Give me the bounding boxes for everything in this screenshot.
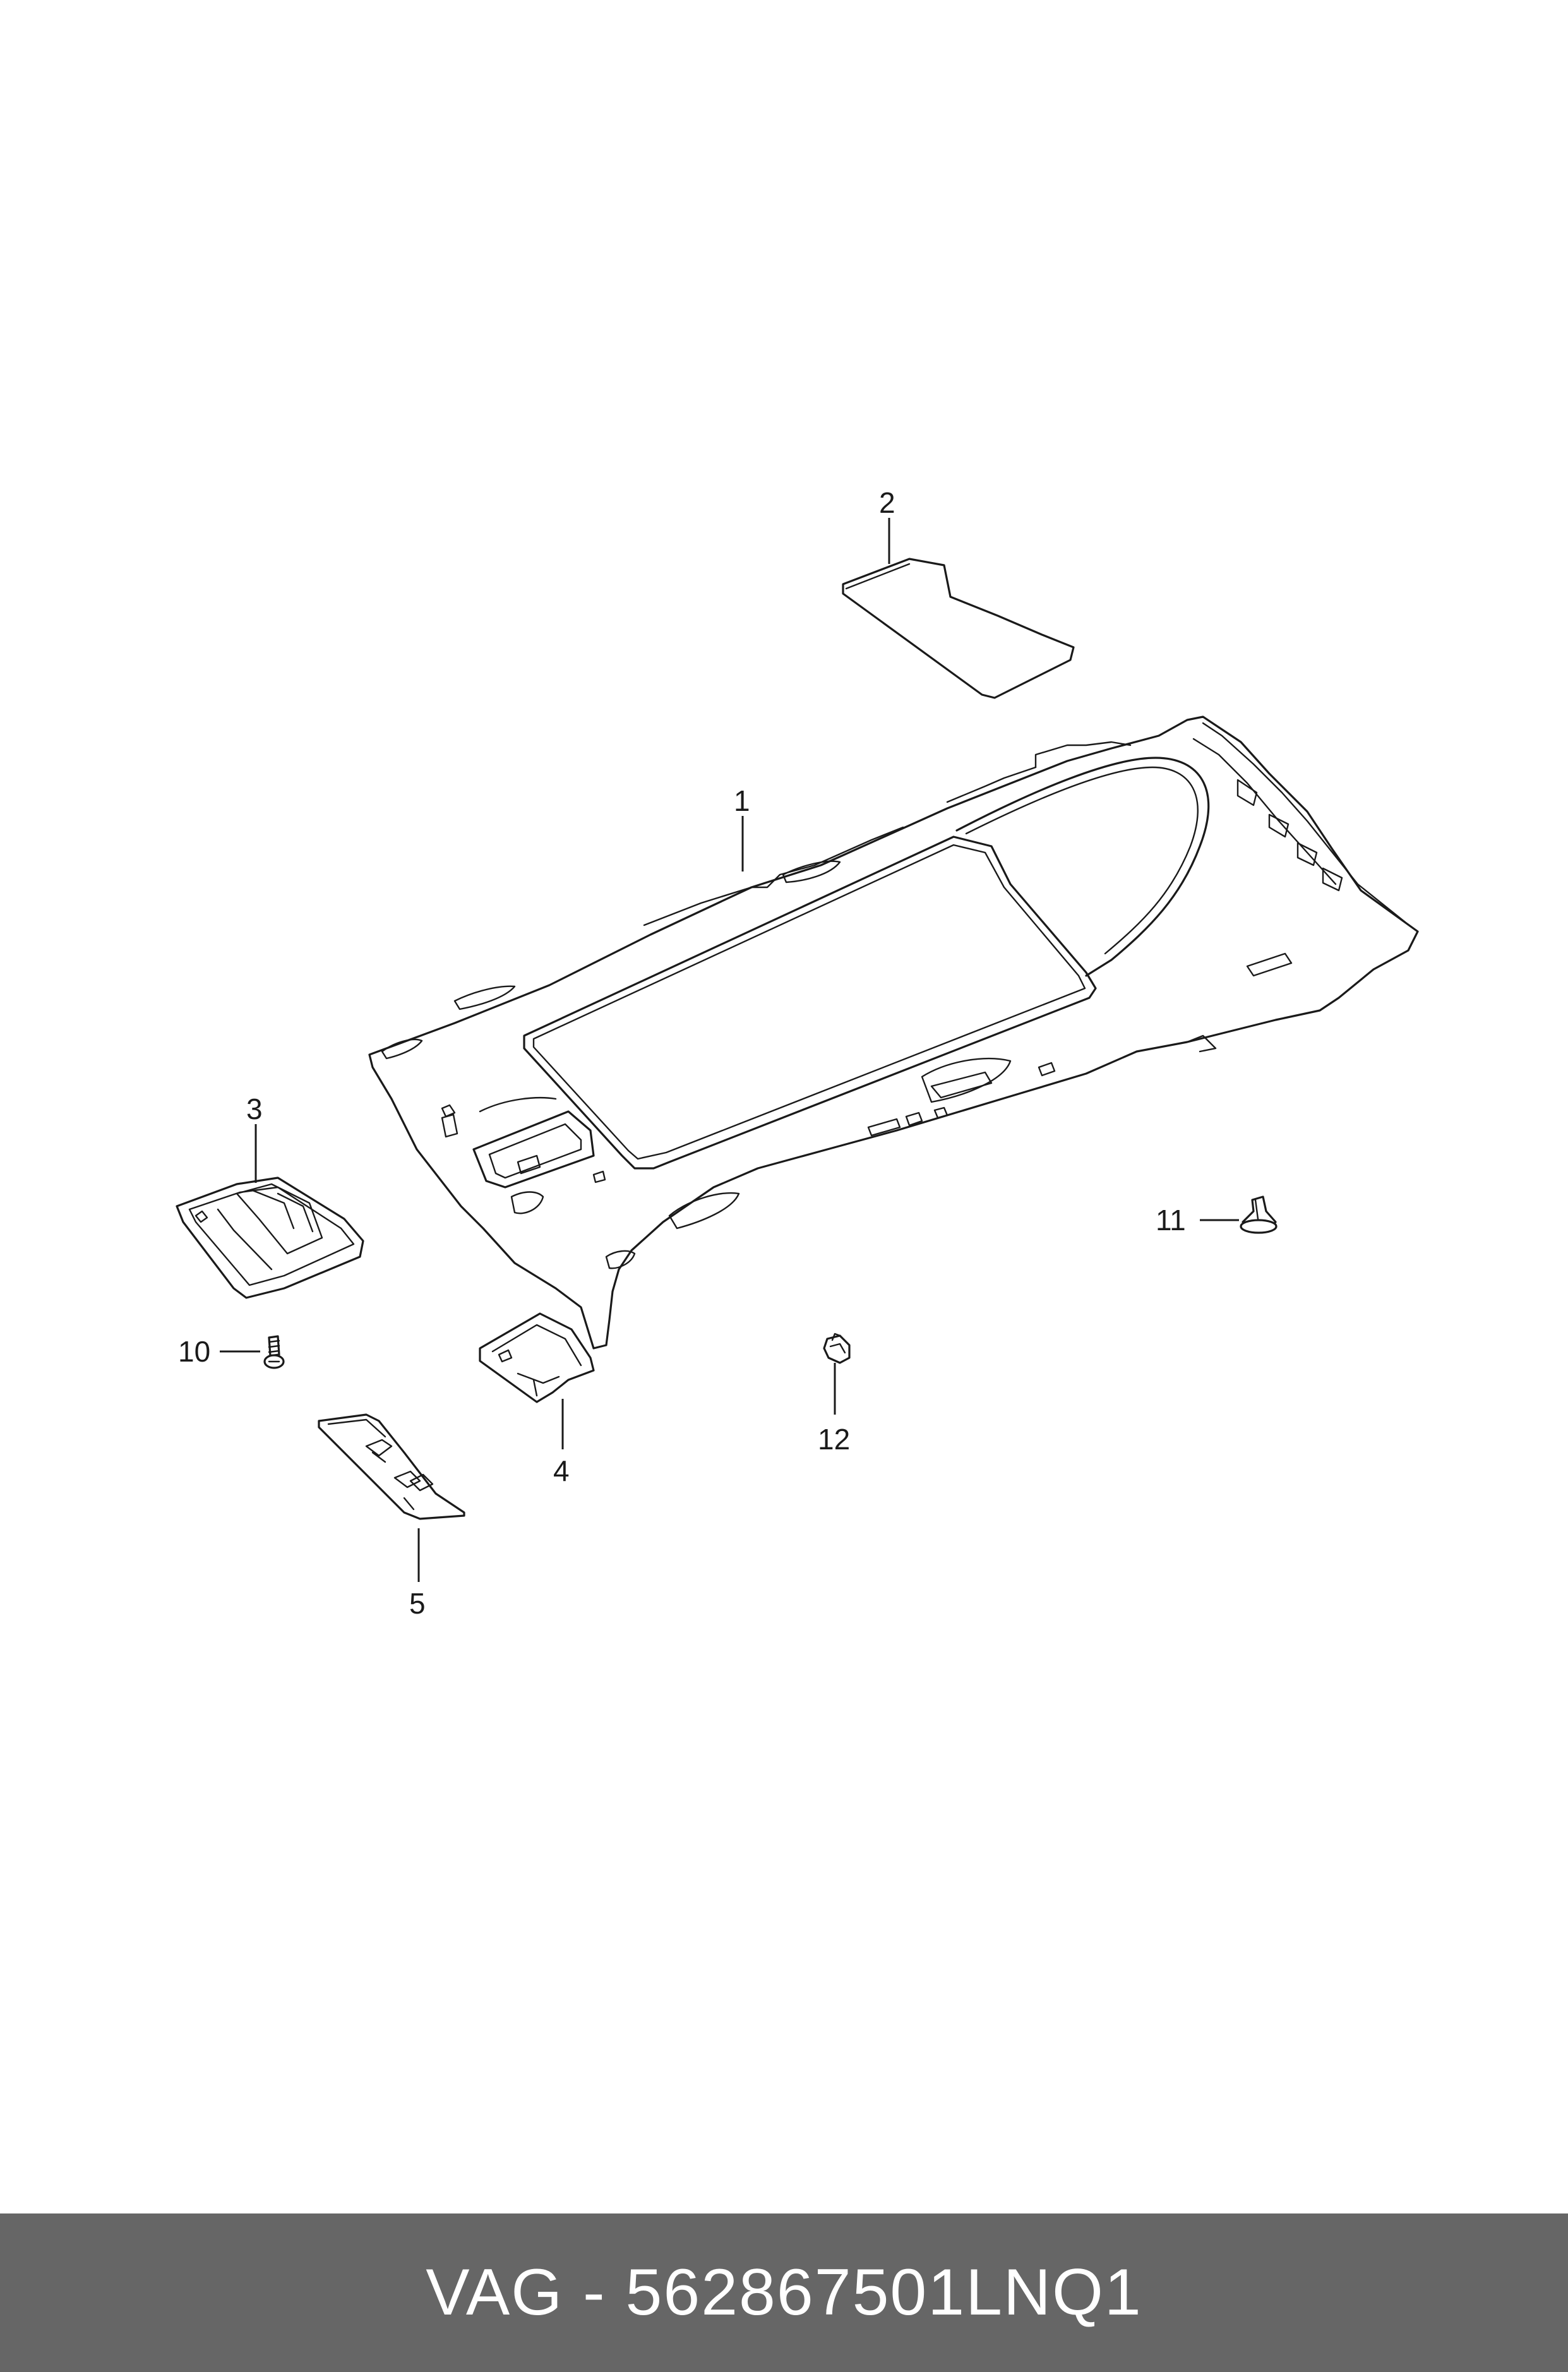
parts-diagram: 2 [176,486,1419,1620]
footer-bar: VAG - 562867501LNQ1 [0,2213,1568,2372]
callout-12: 12 [818,1423,850,1456]
part-10-screw [263,1335,285,1369]
part-11-clip [1240,1195,1278,1234]
callout-4: 4 [553,1454,570,1487]
callout-5: 5 [409,1587,426,1620]
part-1-headliner [368,716,1419,1350]
callout-1: 1 [734,784,750,817]
callout-2: 2 [879,486,895,519]
part-3-overhead-console [176,1177,364,1299]
part-4-trim-cover [479,1312,595,1403]
callout-3: 3 [246,1093,263,1125]
callout-11: 11 [1156,1204,1186,1237]
part-12-clip-nut [823,1333,851,1364]
part-2-insulation-pad [842,558,1075,699]
part-number-caption: VAG - 562867501LNQ1 [426,2256,1142,2329]
part-5-cover-strip [318,1413,465,1520]
callout-10: 10 [178,1335,210,1368]
